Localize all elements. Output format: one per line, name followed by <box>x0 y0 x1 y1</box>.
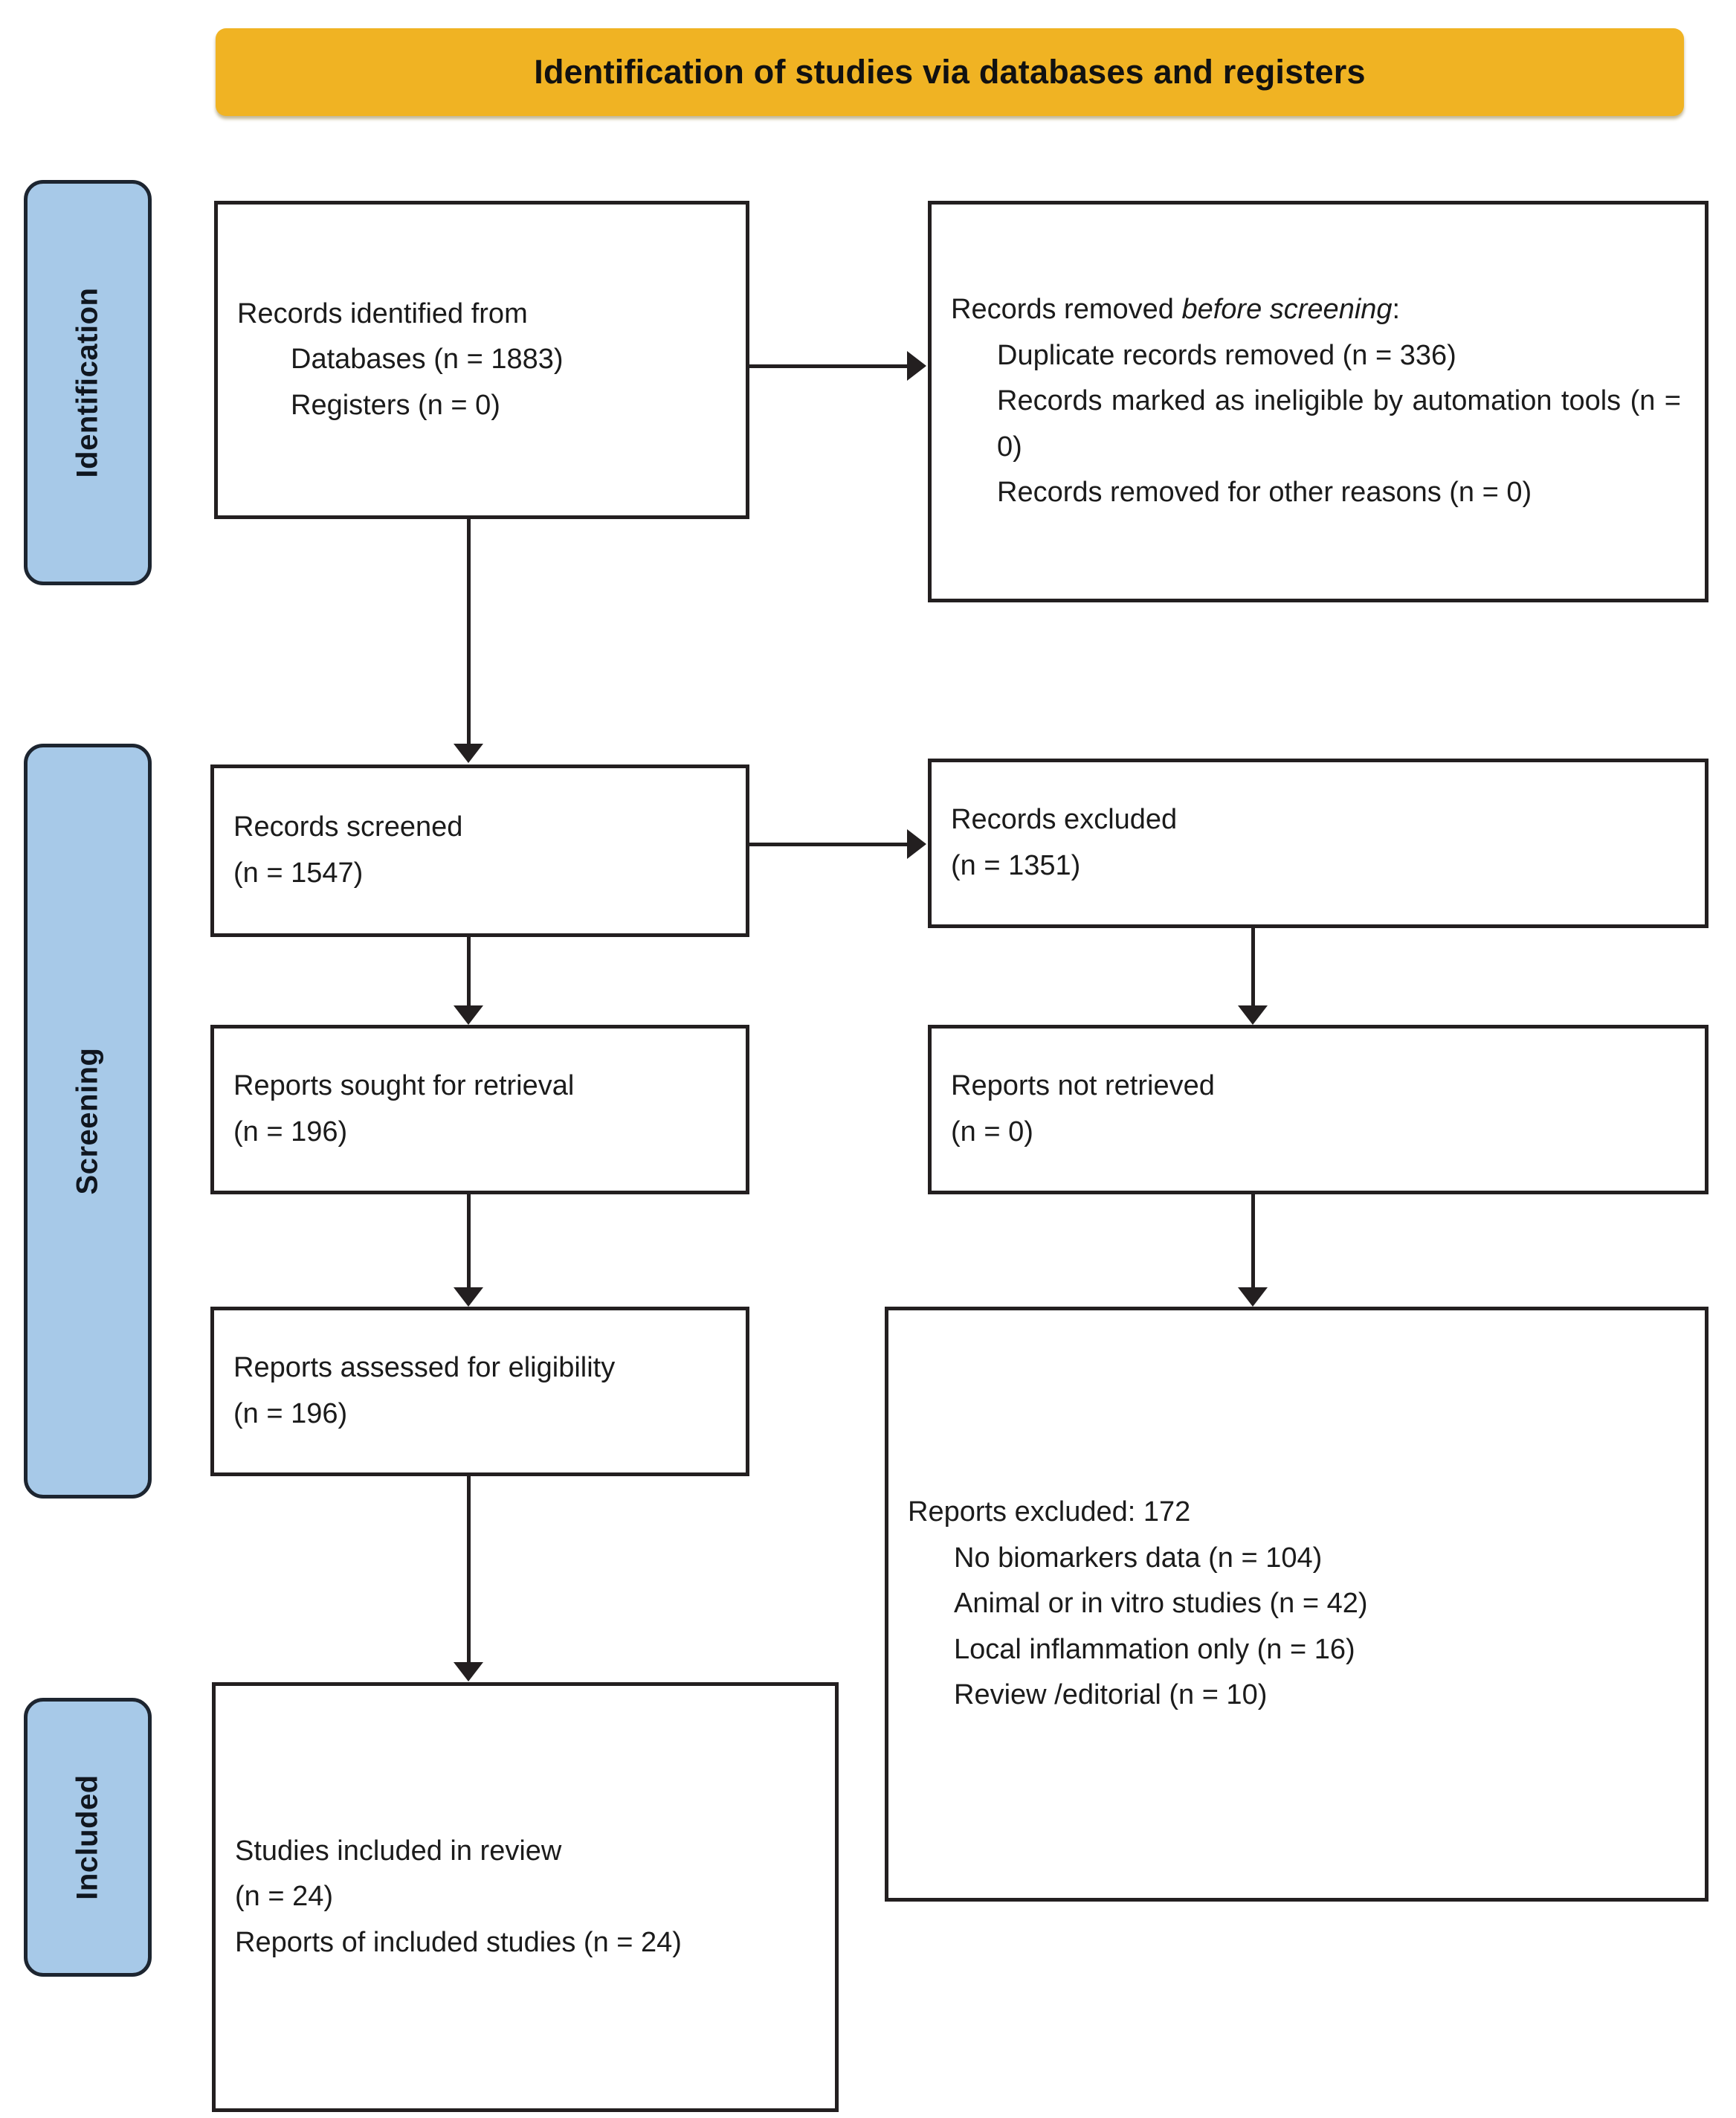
records-excluded-count: (n = 1351) <box>951 850 1081 881</box>
reports-excluded-reason-1: No biomarkers data (n = 104) <box>954 1542 1323 1574</box>
reports-assessed-title: Reports assessed for eligibility <box>233 1352 616 1384</box>
records-excluded-title: Records excluded <box>951 804 1178 836</box>
arrowhead-identified-to-removed <box>907 351 926 381</box>
arrowhead-identified-to-screened <box>454 744 483 763</box>
connector-assessed-to-included <box>467 1476 471 1662</box>
records-removed-title-prefix: Records removed <box>951 294 1182 326</box>
stage-label-included: Included <box>71 1774 104 1900</box>
reports-excluded-reason-2: Animal or in vitro studies (n = 42) <box>954 1588 1368 1620</box>
arrowhead-screened-to-excluded <box>907 829 926 859</box>
connector-screened-to-sought <box>467 937 471 1005</box>
reports-sought-count: (n = 196) <box>233 1116 348 1147</box>
box-records-excluded: Records excluded (n = 1351) <box>928 759 1708 928</box>
studies-included-title: Studies included in review <box>235 1835 562 1867</box>
box-records-screened: Records screened (n = 1547) <box>210 765 749 937</box>
reports-not-retrieved-count: (n = 0) <box>951 1116 1033 1147</box>
arrowhead-excluded-to-not-retrieved <box>1238 1005 1268 1025</box>
records-removed-ineligible: Records marked as ineligible by automati… <box>997 385 1681 463</box>
records-screened-count: (n = 1547) <box>233 857 364 889</box>
box-studies-included: Studies included in review (n = 24) Repo… <box>212 1682 839 2112</box>
arrowhead-assessed-to-included <box>454 1662 483 1681</box>
stage-tab-identification: Identification <box>24 180 152 585</box>
stage-label-identification: Identification <box>71 287 104 478</box>
records-identified-databases: Databases (n = 1883) <box>291 344 564 376</box>
box-reports-assessed: Reports assessed for eligibility (n = 19… <box>210 1307 749 1476</box>
records-removed-duplicates: Duplicate records removed (n = 336) <box>997 339 1456 371</box>
stage-tab-screening: Screening <box>24 744 152 1499</box>
records-removed-title: Records removed before screening: <box>951 287 1685 333</box>
records-removed-other: Records removed for other reasons (n = 0… <box>997 477 1532 509</box>
diagram-banner: Identification of studies via databases … <box>216 28 1684 116</box>
reports-sought-title: Reports sought for retrieval <box>233 1070 575 1102</box>
records-removed-title-suffix: : <box>1392 294 1401 326</box>
arrowhead-screened-to-sought <box>454 1005 483 1025</box>
records-removed-title-italic: before screening <box>1181 294 1393 326</box>
stage-label-screening: Screening <box>71 1047 104 1195</box>
box-reports-not-retrieved: Reports not retrieved (n = 0) <box>928 1025 1708 1194</box>
banner-title: Identification of studies via databases … <box>534 53 1366 91</box>
reports-excluded-reason-3: Local inflammation only (n = 16) <box>954 1633 1355 1665</box>
box-records-identified: Records identified from Databases (n = 1… <box>214 201 749 519</box>
stage-tab-included: Included <box>24 1698 152 1977</box>
studies-included-count: (n = 24) <box>235 1881 334 1913</box>
studies-included-reports: Reports of included studies (n = 24) <box>235 1926 682 1958</box>
connector-not-retrieved-to-reports-excluded <box>1251 1194 1255 1287</box>
reports-excluded-title: Reports excluded: 172 <box>908 1496 1191 1528</box>
connector-identified-to-removed <box>749 364 907 368</box>
records-identified-registers: Registers (n = 0) <box>291 389 500 421</box>
connector-identified-to-screened <box>467 519 471 744</box>
records-screened-title: Records screened <box>233 811 463 843</box>
records-identified-title: Records identified from <box>237 297 528 329</box>
reports-assessed-count: (n = 196) <box>233 1398 348 1429</box>
box-reports-sought: Reports sought for retrieval (n = 196) <box>210 1025 749 1194</box>
reports-not-retrieved-title: Reports not retrieved <box>951 1070 1215 1102</box>
connector-sought-to-assessed <box>467 1194 471 1287</box>
connector-screened-to-excluded <box>749 843 907 846</box>
reports-excluded-reason-4: Review /editorial (n = 10) <box>954 1679 1268 1711</box>
connector-excluded-to-not-retrieved <box>1251 928 1255 1005</box>
arrowhead-sought-to-assessed <box>454 1287 483 1307</box>
box-records-removed: Records removed before screening: Duplic… <box>928 201 1708 602</box>
arrowhead-not-retrieved-to-reports-excluded <box>1238 1287 1268 1307</box>
box-reports-excluded-reasons: Reports excluded: 172 No biomarkers data… <box>885 1307 1708 1902</box>
